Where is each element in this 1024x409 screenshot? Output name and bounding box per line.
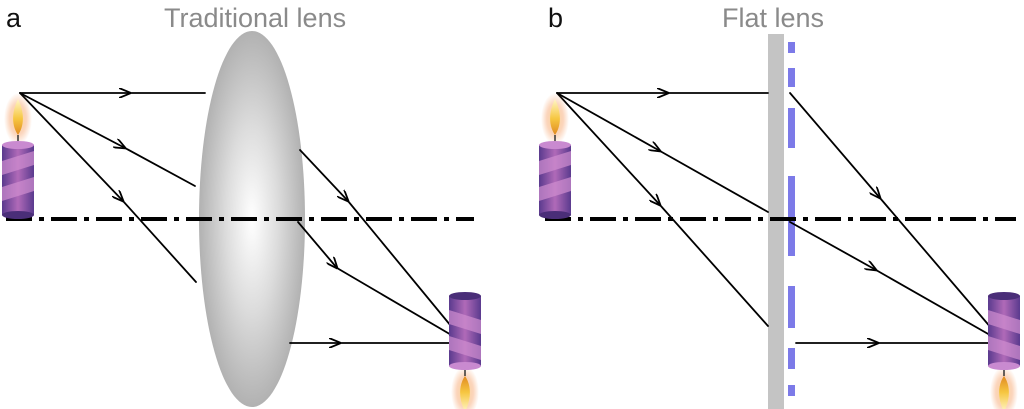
panel-a: a Traditional lens	[1, 3, 482, 409]
panel-b-letter: b	[548, 3, 563, 33]
panel-b-title: Flat lens	[722, 3, 824, 33]
outgoing-rays-b	[789, 92, 1005, 343]
incoming-rays-a	[19, 93, 206, 283]
outgoing-rays-a	[289, 149, 466, 343]
panel-b: b Flat lens	[538, 3, 1021, 409]
panel-a-title: Traditional lens	[164, 3, 346, 33]
candle-object-icon	[538, 92, 572, 220]
incoming-rays-b	[556, 93, 769, 327]
candle-image-inverted-icon	[448, 291, 482, 409]
panel-a-letter: a	[6, 3, 22, 33]
metasurface-segments	[788, 42, 795, 396]
candle-object-icon	[1, 92, 35, 220]
candle-image-inverted-icon	[987, 291, 1021, 409]
flat-lens-substrate	[768, 34, 784, 409]
